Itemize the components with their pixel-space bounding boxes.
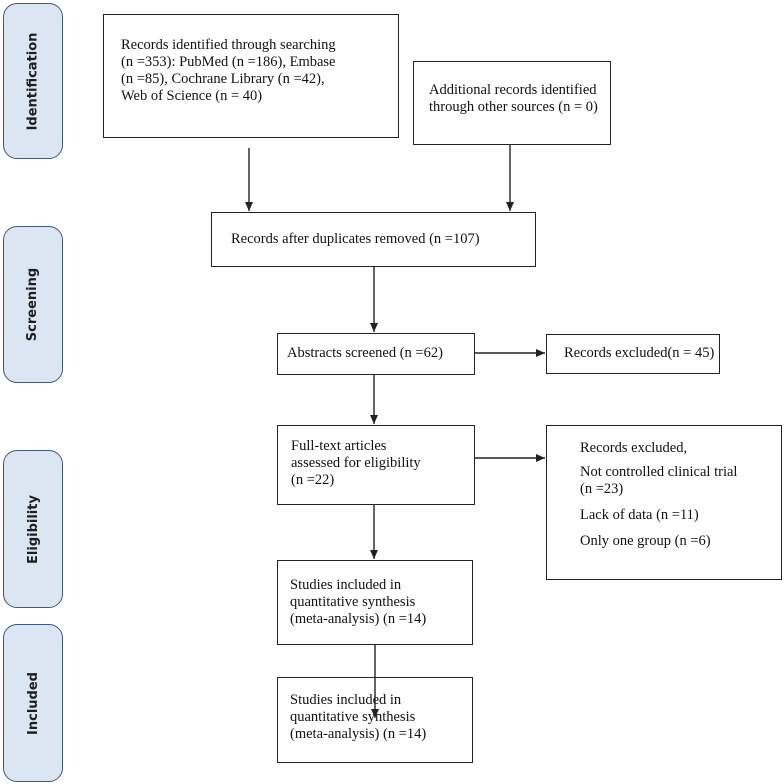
studies-quantitative-box: Studies included in quantitative synthes…	[277, 560, 473, 645]
box-text-line: Additional records identified	[429, 82, 597, 98]
records-excluded-fulltext-box: Records excluded, Not controlled clinica…	[546, 425, 782, 580]
phase-screening-label: Screening	[3, 226, 63, 383]
box-text-line: Studies included in	[290, 692, 402, 708]
exclusion-reason-text: (n =23)	[580, 481, 624, 497]
box-text-line: quantitative synthesis	[290, 709, 416, 725]
box-text-line: Web of Science (n = 40)	[121, 88, 263, 104]
exclusion-reason-text: Only one group (n =6)	[580, 533, 711, 549]
fulltext-assessed-box: Full-text articles assessed for eligibil…	[277, 425, 475, 505]
box-text-line: (meta-analysis) (n =14)	[290, 611, 427, 627]
phase-identification-label: Identification	[3, 3, 63, 159]
abstracts-screened-box: Abstracts screened (n =62)	[277, 333, 475, 375]
box-text-line: Records identified through searching	[121, 37, 336, 53]
phase-eligibility-label: Eligibility	[3, 450, 63, 608]
exclusion-heading: Records excluded,	[580, 440, 688, 456]
box-text-line: Records after duplicates removed (n =107…	[231, 231, 480, 247]
exclusion-reason-text: Not controlled clinical trial	[580, 464, 738, 480]
box-text-line: (n =85), Cochrane Library (n =42),	[121, 71, 325, 87]
phase-included-label: Included	[3, 624, 63, 782]
box-text-line: Studies included in	[290, 577, 402, 593]
box-text-line: quantitative synthesis	[290, 594, 416, 610]
box-text-line: Records excluded(n = 45)	[564, 345, 715, 361]
box-text-line: Full-text articles	[291, 438, 387, 454]
box-text-line: (n =353): PubMed (n =186), Embase	[121, 54, 336, 70]
records-identified-box: Records identified through searching (n …	[103, 14, 399, 138]
box-text-line: Abstracts screened (n =62)	[287, 345, 443, 361]
additional-records-box: Additional records identified through ot…	[413, 61, 611, 145]
box-text-line: through other sources (n = 0)	[429, 99, 598, 115]
box-text-line: assessed for eligibility	[291, 455, 421, 471]
after-duplicates-box: Records after duplicates removed (n =107…	[211, 212, 536, 267]
box-text-line: (n =22)	[291, 472, 335, 488]
exclusion-reason-text: Lack of data (n =11)	[580, 507, 699, 523]
box-text-line: (meta-analysis) (n =14)	[290, 726, 427, 742]
records-excluded-abstract-box: Records excluded(n = 45)	[546, 334, 720, 374]
